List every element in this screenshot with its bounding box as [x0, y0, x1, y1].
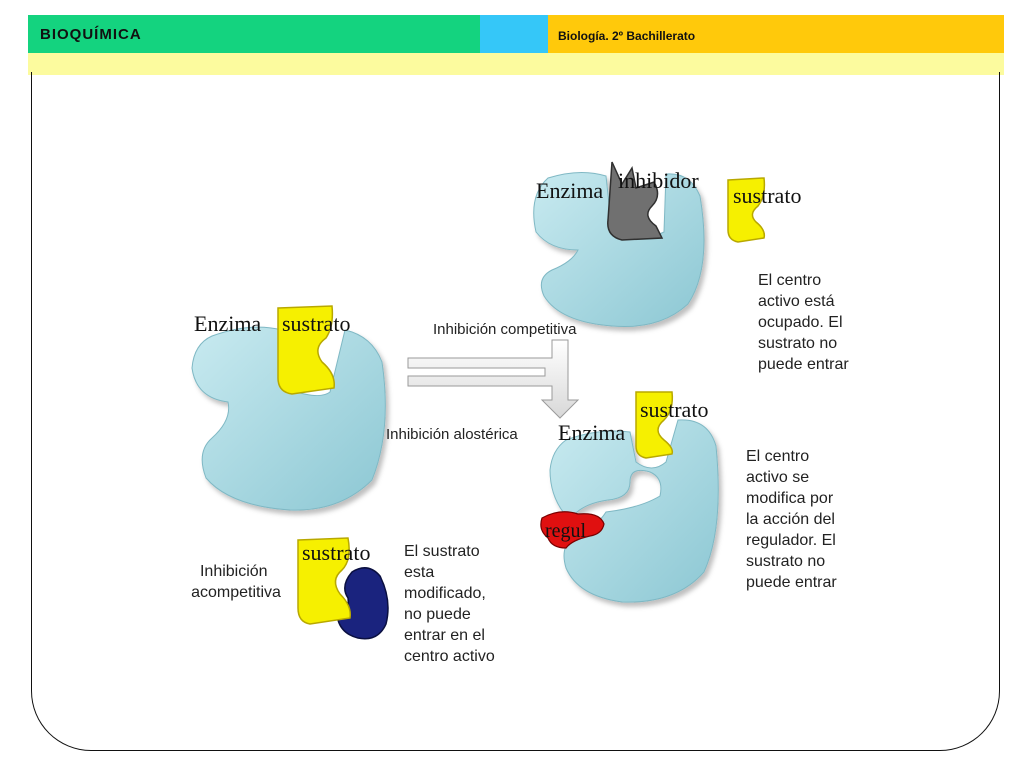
header-title: BIOQUÍMICA — [40, 26, 142, 43]
uncompetitive-description-line: entrar en el — [404, 627, 485, 644]
header-subbar — [28, 53, 1004, 75]
branch-arrow-shape — [407, 339, 580, 419]
header-subtitle: Biología. 2º Bachillerato — [558, 29, 696, 43]
allosteric-group: Enzima sustrato regul El centro activo s… — [540, 391, 840, 603]
header-green-segment: BIOQUÍMICA — [28, 15, 480, 53]
header-blue-segment — [480, 15, 548, 53]
allosteric-description-line: modifica por — [746, 490, 834, 507]
uncompetitive-title-line: acompetitiva — [191, 584, 281, 601]
competitive-description-line: activo está — [758, 293, 835, 310]
header-bar: BIOQUÍMICA Biología. 2º Bachillerato — [28, 15, 1004, 53]
competitive-inhibitor-shape — [607, 161, 664, 241]
main-enzyme-group: Enzima sustrato — [191, 305, 386, 511]
uncompetitive-title-line: Inhibición — [200, 563, 268, 580]
competitive-description-line: El centro — [758, 272, 821, 289]
competitive-group: Enzima inhibidor sustrato El centro acti… — [533, 161, 849, 373]
main-enzyme-shape — [191, 326, 386, 511]
competitive-inhibition-label: Inhibición competitiva — [433, 321, 577, 338]
competitive-description-line: puede entrar — [758, 356, 849, 373]
allosteric-description-line: puede entrar — [746, 574, 837, 591]
allosteric-regulator-label: regul — [545, 520, 587, 542]
uncompetitive-description: El sustrato esta modificado, no puede en… — [404, 543, 495, 665]
competitive-substrate-label: sustrato — [733, 183, 801, 208]
allosteric-description: El centro activo se modifica por la acci… — [746, 448, 840, 591]
allosteric-description-line: activo se — [746, 469, 809, 486]
allosteric-description-line: la acción del — [746, 511, 835, 528]
uncompetitive-substrate-label: sustrato — [302, 540, 370, 565]
uncompetitive-description-line: centro activo — [404, 648, 495, 665]
uncompetitive-description-line: no puede — [404, 606, 471, 623]
header-orange-segment: Biología. 2º Bachillerato — [548, 15, 1004, 53]
uncompetitive-description-line: esta — [404, 564, 434, 581]
allosteric-enzyme-shape — [549, 419, 719, 603]
allosteric-enzyme-label: Enzima — [558, 420, 625, 445]
allosteric-substrate-shape — [635, 391, 674, 459]
main-enzyme-label: Enzima — [194, 311, 261, 336]
uncompetitive-description-line: modificado, — [404, 585, 486, 602]
competitive-inhibitor-label: inhibidor — [618, 168, 699, 193]
allosteric-substrate-label: sustrato — [640, 397, 708, 422]
allosteric-description-line: sustrato no — [746, 553, 825, 570]
competitive-substrate-shape — [727, 177, 766, 243]
allosteric-description-line: El centro — [746, 448, 809, 465]
main-substrate-label: sustrato — [282, 311, 350, 336]
allosteric-inhibition-label: Inhibición alostérica — [386, 426, 518, 443]
uncompetitive-title: Inhibición acompetitiva — [191, 563, 281, 601]
uncompetitive-group: sustrato Inhibición acompetitiva El sust… — [191, 537, 495, 665]
competitive-description-line: ocupado. El — [758, 314, 843, 331]
slide-frame — [31, 72, 1000, 751]
competitive-description-line: sustrato no — [758, 335, 837, 352]
main-substrate-shape — [277, 305, 335, 395]
uncompetitive-modifier-shape — [337, 567, 389, 640]
uncompetitive-substrate-shape — [297, 537, 352, 625]
allosteric-description-line: regulador. El — [746, 532, 836, 549]
allosteric-regulator-shape — [540, 511, 605, 549]
competitive-enzyme-label: Enzima — [536, 178, 603, 203]
uncompetitive-description-line: El sustrato — [404, 543, 480, 560]
branch-arrow — [407, 339, 580, 419]
competitive-description: El centro activo está ocupado. El sustra… — [758, 272, 849, 373]
